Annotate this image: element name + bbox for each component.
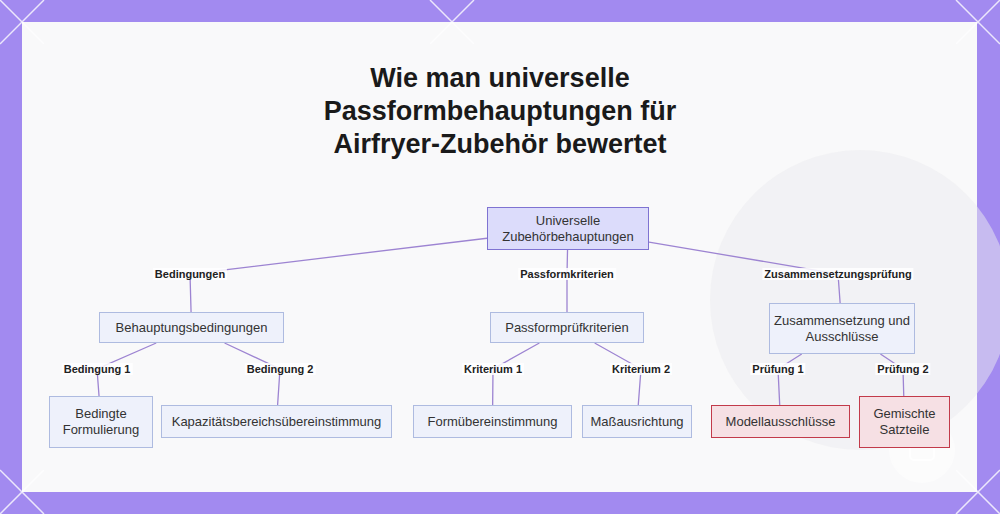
box-label: Gemischte Satzteile <box>864 406 945 438</box>
process-box: Bedingte Formulierung <box>49 396 153 448</box>
connector-line <box>778 354 802 405</box>
box-label: Bedingte Formulierung <box>54 406 148 438</box>
box-label: Zusammensetzung und Ausschlüsse <box>774 313 910 345</box>
edge-label: Prüfung 2 <box>875 363 930 375</box>
edge-label: Kriterium 2 <box>610 363 672 375</box>
edge-label: Prüfung 1 <box>750 363 805 375</box>
edge-label: Zusammensetzungsprüfung <box>762 268 913 280</box>
process-box: Kapazitätsbereichsübereinstimmung <box>161 405 392 438</box>
process-box: Zusammensetzung und Ausschlüsse <box>769 303 915 354</box>
box-label: Modellausschlüsse <box>726 414 836 430</box>
box-label: Universelle Zubehörbehauptungen <box>492 213 644 245</box>
box-label: Formübereinstimmung <box>427 414 557 430</box>
edge-label: Kriterium 1 <box>462 363 524 375</box>
process-box: Passformprüfkriterien <box>490 312 644 343</box>
edge-label: Bedingungen <box>153 268 227 280</box>
box-label: Passformprüfkriterien <box>505 320 629 336</box>
process-box: Modellausschlüsse <box>711 405 850 438</box>
process-box: Gemischte Satzteile <box>859 396 950 448</box>
process-box: Formübereinstimmung <box>413 405 572 438</box>
connector-line <box>880 354 903 396</box>
box-label: Kapazitätsbereichsübereinstimmung <box>172 414 382 430</box>
edge-label: Bedingung 2 <box>245 363 316 375</box>
blurred-shape <box>710 150 1000 450</box>
process-box: Maßausrichtung <box>582 405 692 438</box>
title-text: Wie man universelle Passformbehauptungen… <box>324 63 677 159</box>
box-label: Behauptungsbedingungen <box>116 320 268 336</box>
process-box: Universelle Zubehörbehauptungen <box>487 207 649 250</box>
diagram-title: Wie man universelle Passformbehauptungen… <box>270 62 730 161</box>
edge-label: Passformkriterien <box>518 268 616 280</box>
edge-label: Bedingung 1 <box>62 363 133 375</box>
connector-line <box>566 250 568 312</box>
box-label: Maßausrichtung <box>590 414 683 430</box>
process-box: Behauptungsbedingungen <box>99 312 284 343</box>
connector-line <box>190 238 487 312</box>
